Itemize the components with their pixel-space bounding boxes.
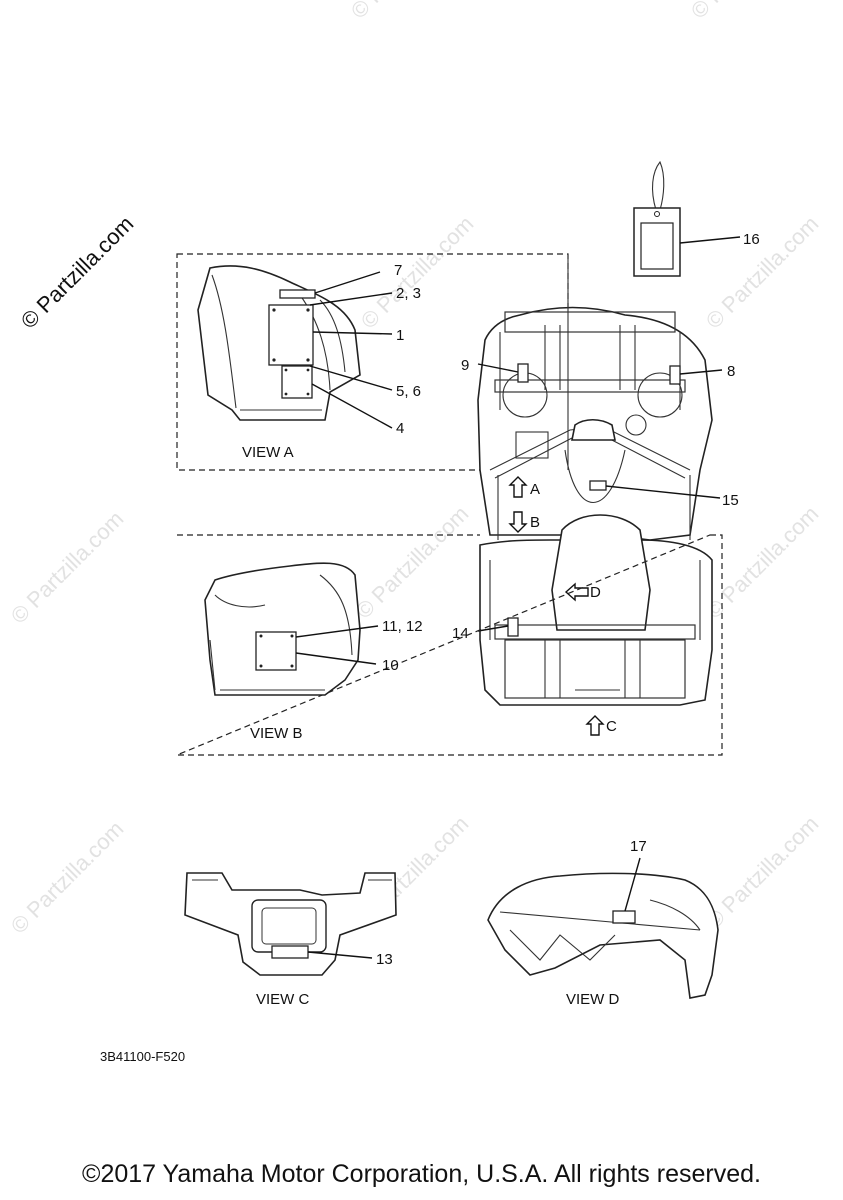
watermark-text: © Partzilla.com bbox=[686, 0, 809, 24]
watermark-text: © Partzilla.com bbox=[6, 506, 129, 629]
callout-4: 4 bbox=[396, 420, 404, 437]
callout-1: 1 bbox=[396, 327, 404, 344]
diagram-code: 3B41100-F520 bbox=[100, 1049, 185, 1064]
leader-4 bbox=[311, 383, 393, 429]
arrow-label-a: A bbox=[530, 481, 540, 498]
leader-13 bbox=[307, 951, 373, 959]
callout-9: 9 bbox=[461, 357, 469, 374]
leader-8 bbox=[679, 369, 723, 375]
callout-8: 8 bbox=[727, 363, 735, 380]
watermark-text: © Partzilla.com bbox=[351, 501, 474, 624]
view-a-part bbox=[197, 265, 361, 421]
leader-17 bbox=[624, 857, 641, 912]
callout-16: 16 bbox=[743, 231, 760, 248]
leader-2-3 bbox=[309, 292, 393, 306]
view-b-label: VIEW B bbox=[250, 725, 303, 742]
callout-2-3: 2, 3 bbox=[396, 285, 421, 302]
view-a-label: VIEW A bbox=[242, 444, 294, 461]
watermark-text: © Partzilla.com bbox=[701, 501, 824, 624]
callout-11-12: 11, 12 bbox=[382, 618, 423, 635]
copyright-notice: ©2017 Yamaha Motor Corporation, U.S.A. A… bbox=[82, 1160, 761, 1188]
leader-15 bbox=[605, 485, 721, 499]
leader-1 bbox=[312, 331, 393, 335]
callout-15: 15 bbox=[722, 492, 739, 509]
callout-13: 13 bbox=[376, 951, 393, 968]
view-b-frame bbox=[176, 534, 723, 756]
arrow-label-c: C bbox=[606, 718, 617, 735]
callout-10: 10 bbox=[382, 657, 399, 674]
leader-14 bbox=[477, 625, 509, 632]
watermark-text: © Partzilla.com bbox=[346, 0, 469, 24]
watermark-text: © Partzilla.com bbox=[356, 211, 479, 334]
callout-5-6: 5, 6 bbox=[396, 383, 421, 400]
view-d-part bbox=[487, 872, 719, 999]
view-c-part bbox=[184, 872, 397, 976]
view-d-label: VIEW D bbox=[566, 991, 620, 1008]
leader-10 bbox=[295, 652, 377, 665]
view-arrow-c: C bbox=[585, 715, 617, 736]
hang-tag bbox=[633, 160, 681, 277]
leader-7 bbox=[314, 271, 381, 294]
view-arrow-b: B bbox=[508, 511, 540, 533]
brand-watermark: © Partzilla.com bbox=[16, 211, 139, 334]
leader-9 bbox=[477, 363, 519, 373]
view-a-frame bbox=[176, 253, 569, 471]
callout-17: 17 bbox=[630, 838, 647, 855]
arrow-label-b: B bbox=[530, 514, 540, 531]
callout-14: 14 bbox=[452, 625, 469, 642]
leader-5-6 bbox=[309, 365, 393, 391]
watermark-text: © Partzilla.com bbox=[701, 211, 824, 334]
watermark-text: © Partzilla.com bbox=[6, 816, 129, 939]
view-c-label: VIEW C bbox=[256, 991, 310, 1008]
view-b-part bbox=[204, 562, 361, 696]
watermark-text: © Partzilla.com bbox=[701, 811, 824, 934]
callout-7: 7 bbox=[394, 262, 402, 279]
leader-16 bbox=[679, 236, 741, 244]
view-arrow-a: A bbox=[508, 476, 540, 498]
arrow-label-d: D bbox=[590, 584, 601, 601]
leader-11-12 bbox=[295, 625, 379, 638]
atv-top-view bbox=[477, 306, 713, 706]
